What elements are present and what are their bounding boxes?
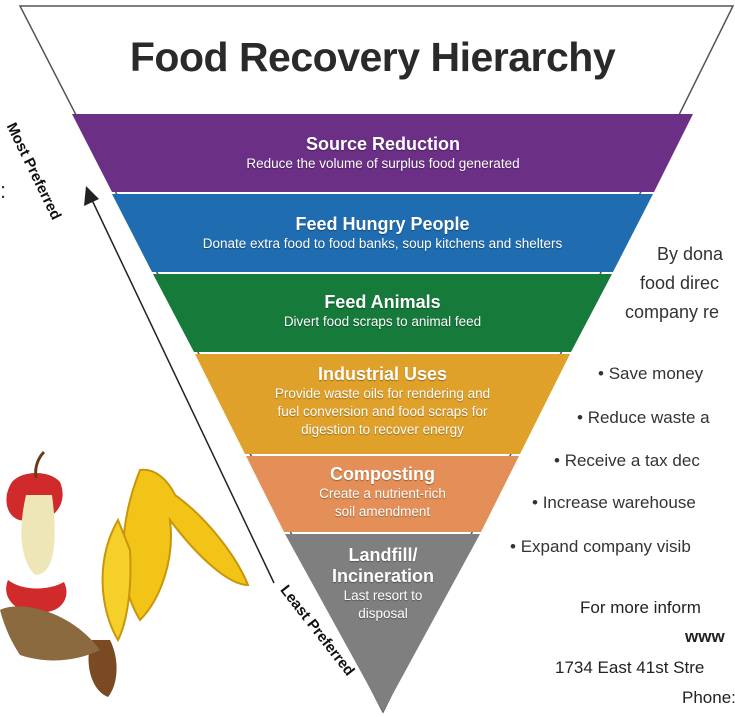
contact-line: For more inform [580, 598, 701, 617]
diagram-title: Food Recovery Hierarchy [129, 34, 616, 80]
tier-description-line: Provide waste oils for rendering and [274, 386, 491, 401]
benefit-item: • Increase warehouse [532, 493, 696, 512]
tier-description-line: disposal [358, 606, 408, 621]
tier-band-source-reduction [72, 114, 693, 192]
tier-landfill-incineration: Landfill/ Incineration Last resort to di… [303, 545, 463, 623]
donation-text-line: food direc [640, 273, 720, 293]
tier-heading: Source Reduction [305, 134, 461, 154]
tier-description-line: soil amendment [334, 504, 431, 519]
contact-phone: Phone: [682, 688, 735, 707]
tier-heading: Feed Hungry People [295, 214, 470, 234]
benefit-text: Reduce waste a [587, 408, 710, 427]
tier-feed-animals: Feed Animals Divert food scraps to anima… [190, 292, 575, 331]
tier-description-line: fuel conversion and food scraps for [277, 404, 488, 419]
donation-text-line: company re [625, 302, 720, 322]
left-text-fragment: : [0, 178, 7, 203]
tier-band-feed-animals [153, 274, 612, 352]
benefit-item: • Reduce waste a [577, 408, 710, 427]
benefit-item: • Receive a tax dec [554, 451, 700, 470]
preference-arrow-icon [84, 186, 275, 584]
tier-source-reduction: Source Reduction Reduce the volume of su… [112, 134, 654, 173]
tier-band-landfill [285, 534, 480, 712]
tier-heading-line2: Incineration [331, 566, 434, 586]
benefit-item: • Expand company visib [510, 537, 691, 556]
benefit-text: Expand company visib [520, 537, 691, 556]
tier-industrial-uses: Industrial Uses Provide waste oils for r… [222, 364, 543, 439]
tier-heading: Landfill/ [348, 545, 418, 565]
tier-band-feed-hungry-people [112, 194, 653, 272]
benefit-text: Receive a tax dec [564, 451, 700, 470]
tier-description-line: Create a nutrient-rich [319, 486, 446, 501]
tier-feed-hungry-people: Feed Hungry People Donate extra food to … [145, 214, 620, 253]
tier-description: Reduce the volume of surplus food genera… [246, 156, 520, 171]
contact-website: www [685, 627, 725, 646]
tier-composting: Composting Create a nutrient-rich soil a… [262, 464, 503, 521]
contact-address: 1734 East 41st Stre [555, 658, 705, 677]
benefit-item: • Save money [598, 364, 704, 383]
food-scraps-illustration [0, 450, 250, 697]
tier-heading: Composting [330, 464, 435, 484]
tier-heading: Feed Animals [324, 292, 441, 312]
benefit-text: Increase warehouse [542, 493, 696, 512]
tier-description: Donate extra food to food banks, soup ki… [202, 236, 563, 251]
tier-heading: Industrial Uses [317, 364, 448, 384]
tier-description: Divert food scraps to animal feed [283, 314, 482, 329]
tier-description-line: digestion to recover energy [301, 422, 464, 437]
tier-band-industrial-uses [195, 354, 570, 454]
tier-band-composting [246, 456, 519, 532]
donation-text-line: By dona [657, 244, 724, 264]
tier-description-line: Last resort to [343, 588, 423, 603]
benefit-text: Save money [608, 364, 704, 383]
